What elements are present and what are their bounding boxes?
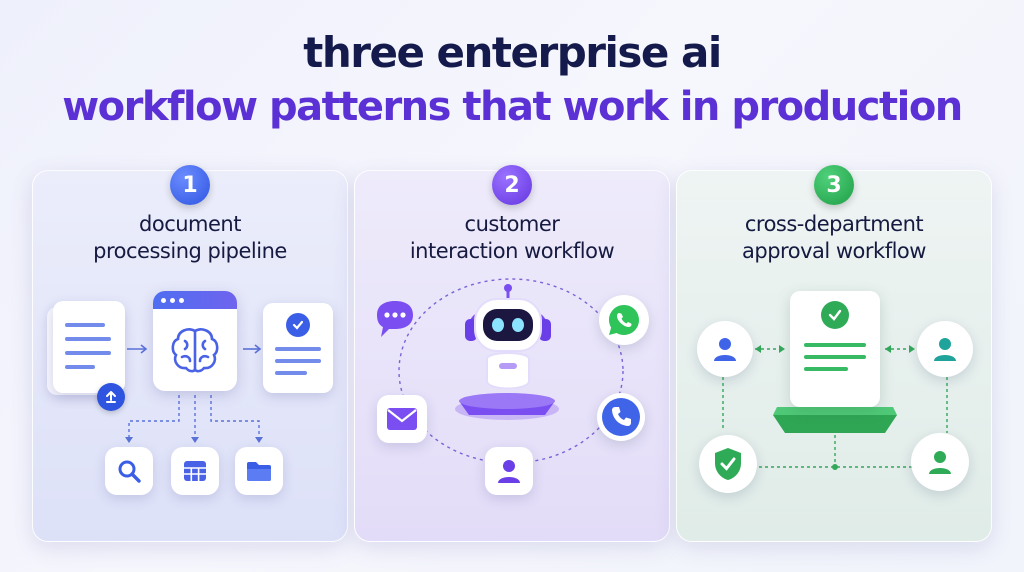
upload-icon xyxy=(97,383,125,411)
pattern-title: cross-department approval workflow xyxy=(677,211,991,265)
approved-document-icon xyxy=(790,291,880,407)
step-number-badge: 2 xyxy=(492,165,532,205)
window-bar xyxy=(153,291,237,309)
user-icon xyxy=(485,447,533,495)
pattern-title-line-1: cross-department xyxy=(744,212,924,236)
phone-icon xyxy=(597,393,645,441)
user-icon xyxy=(917,321,973,377)
ai-brain-icon xyxy=(153,309,237,391)
user-icon xyxy=(911,433,969,491)
email-icon xyxy=(377,395,427,443)
pattern-title-line-2: processing pipeline xyxy=(93,239,287,263)
whatsapp-icon xyxy=(599,295,649,345)
verified-document-icon xyxy=(263,303,333,393)
pattern-card-document-processing: 1 document processing pipeline xyxy=(32,165,348,542)
check-icon xyxy=(821,301,849,329)
pattern-card-customer-interaction: 2 customer interaction workflow xyxy=(354,165,670,542)
chat-bubble-icon xyxy=(373,297,417,341)
document-icon xyxy=(53,301,125,393)
step-number-badge: 3 xyxy=(814,165,854,205)
search-icon xyxy=(105,447,153,495)
user-icon xyxy=(697,321,753,377)
ai-robot-icon xyxy=(463,283,553,401)
ai-processor-tile xyxy=(153,291,237,391)
pattern-title-line-2: approval workflow xyxy=(742,239,926,263)
title-line-1: three enterprise ai xyxy=(303,28,722,77)
shield-check-icon xyxy=(699,435,757,493)
check-icon xyxy=(286,313,310,337)
pattern-title-line-2: interaction workflow xyxy=(409,239,615,263)
pattern-title: document processing pipeline xyxy=(33,211,347,265)
table-icon xyxy=(171,447,219,495)
pattern-title: customer interaction workflow xyxy=(355,211,669,265)
folder-icon xyxy=(235,447,283,495)
step-number-badge: 1 xyxy=(170,165,210,205)
pattern-card-approval-workflow: 3 cross-department approval workflow xyxy=(676,165,992,542)
pattern-title-line-1: document xyxy=(139,212,241,236)
pattern-title-line-1: customer xyxy=(464,212,560,236)
title-line-2: workflow patterns that work in productio… xyxy=(62,84,963,130)
